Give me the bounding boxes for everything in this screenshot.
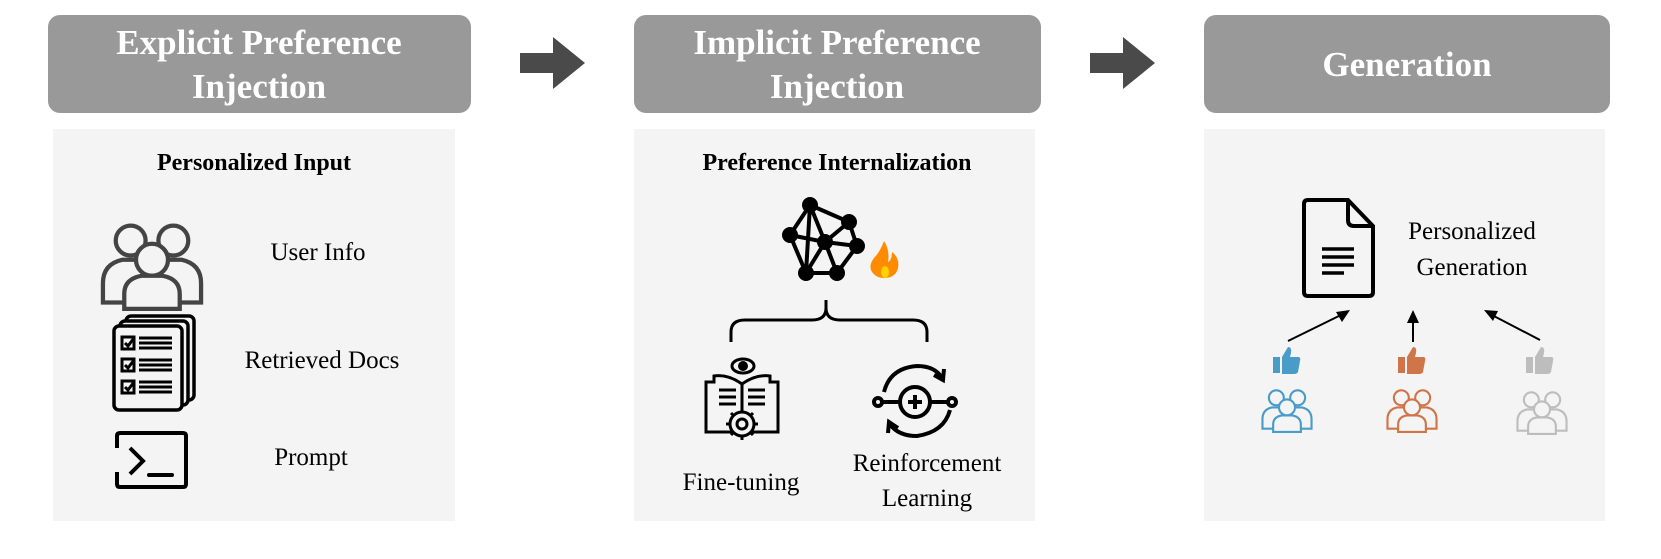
flame-icon xyxy=(870,241,899,279)
documents-checklist-icon xyxy=(112,314,196,412)
header-line: Generation xyxy=(1322,45,1491,84)
document-icon xyxy=(1302,198,1375,298)
stage-header-implicit: Implicit Preference Injection xyxy=(634,15,1041,113)
flow-arrow-icon xyxy=(1090,37,1155,89)
panel-title: Preference Internalization xyxy=(702,150,971,176)
output-label: Generation xyxy=(1416,254,1528,281)
panel-generation xyxy=(1204,129,1605,521)
neural-network-icon xyxy=(782,197,865,281)
book-gear-icon xyxy=(704,357,780,440)
stage-header-generation: Generation xyxy=(1204,15,1610,113)
feedback-arrows xyxy=(1287,310,1541,342)
header-line: Implicit Preference xyxy=(693,23,980,62)
flow-arrow-icon xyxy=(520,37,585,89)
method-label: Fine-tuning xyxy=(683,469,800,496)
header-line: Injection xyxy=(192,67,326,106)
output-label: Personalized xyxy=(1408,218,1536,245)
stage-header-explicit: Explicit Preference Injection xyxy=(48,15,471,113)
header-line: Explicit Preference xyxy=(116,23,401,62)
method-label: Learning xyxy=(882,485,973,512)
panel-title: Personalized Input xyxy=(157,150,351,176)
header-line: Injection xyxy=(770,67,904,106)
panel-implicit xyxy=(634,129,1035,521)
item-label: Retrieved Docs xyxy=(245,347,400,374)
method-label: Reinforcement xyxy=(853,450,1002,477)
terminal-icon xyxy=(115,431,188,489)
brace-connector xyxy=(729,300,929,342)
item-label: User Info xyxy=(270,239,365,266)
panel-explicit xyxy=(53,129,455,521)
item-label: Prompt xyxy=(274,444,348,471)
reinforcement-cycle-icon xyxy=(872,363,958,439)
